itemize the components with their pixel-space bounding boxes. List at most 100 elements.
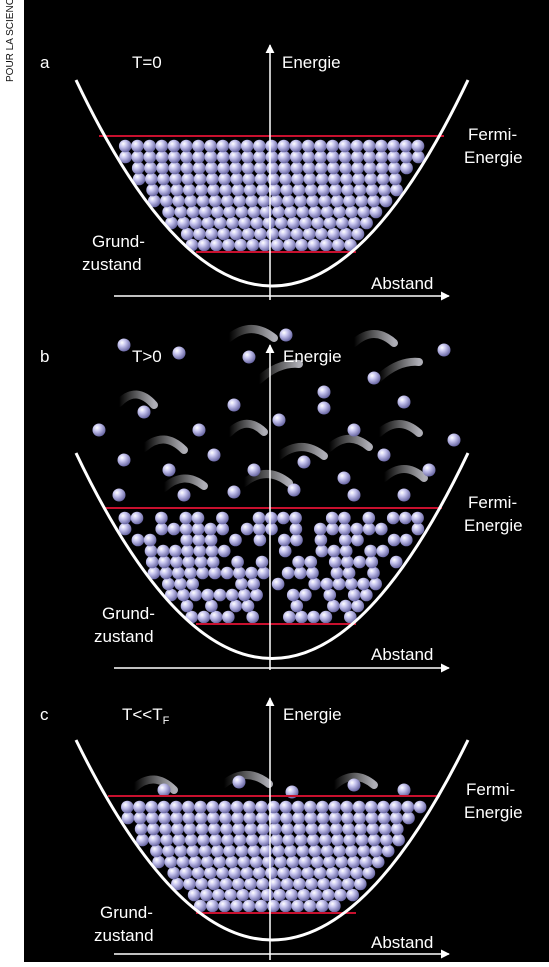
electron — [238, 216, 251, 230]
panel-a-ground-label-2: zustand — [82, 255, 142, 274]
electron — [179, 139, 193, 153]
electron — [200, 888, 213, 902]
electron — [201, 855, 214, 869]
electron — [286, 855, 300, 869]
electron — [143, 533, 157, 547]
electron — [267, 899, 280, 913]
electron — [327, 161, 340, 175]
electron — [172, 194, 185, 208]
electron — [339, 544, 353, 558]
electron — [357, 205, 371, 219]
electron — [347, 488, 361, 502]
electron — [296, 844, 310, 858]
electron — [255, 800, 268, 814]
panel-a-letter: a — [40, 53, 50, 72]
electron — [181, 544, 194, 558]
electron — [241, 161, 255, 175]
electron — [146, 183, 159, 197]
electron — [354, 822, 368, 836]
electron — [388, 161, 401, 175]
electron — [184, 833, 198, 847]
electron — [268, 811, 281, 825]
electron — [365, 183, 379, 197]
electron — [205, 544, 219, 558]
electron — [387, 533, 401, 547]
electron — [314, 139, 327, 153]
electron — [137, 405, 151, 419]
electron — [245, 566, 258, 580]
electron — [292, 183, 306, 197]
electron — [265, 150, 279, 164]
electron — [238, 588, 251, 602]
electron — [219, 877, 233, 891]
electron — [236, 888, 250, 902]
electron — [345, 205, 358, 219]
electron — [278, 161, 291, 175]
motion-trail — [255, 359, 303, 384]
electron — [338, 866, 351, 880]
electron — [271, 577, 285, 591]
electron — [205, 227, 218, 241]
motion-trail — [225, 419, 268, 437]
electron — [350, 866, 364, 880]
panel-b-energy-label: Energie — [283, 347, 342, 366]
electron — [169, 544, 182, 558]
electron — [352, 800, 366, 814]
electron — [298, 855, 312, 869]
electron — [348, 216, 361, 230]
electron — [327, 544, 341, 558]
electron — [392, 833, 405, 847]
electron — [345, 577, 358, 591]
electron — [241, 227, 255, 241]
electron — [315, 899, 329, 913]
electron — [223, 205, 236, 219]
electron — [219, 811, 232, 825]
electron — [342, 822, 355, 836]
electron — [335, 216, 349, 230]
electron — [387, 139, 400, 153]
electron — [390, 811, 403, 825]
electron — [237, 855, 251, 869]
electron — [363, 150, 376, 164]
electron — [290, 227, 304, 241]
panel-b-temperature-label: T>0 — [132, 347, 162, 366]
electron — [191, 866, 205, 880]
motion-trail — [240, 470, 293, 487]
panel-b-ground-label-2: zustand — [94, 627, 154, 646]
electron — [201, 588, 215, 602]
electron — [206, 172, 219, 186]
electron — [233, 566, 246, 580]
electron — [118, 511, 132, 525]
electron — [369, 844, 383, 858]
panel-c-energy-label: Energie — [283, 705, 342, 724]
electron — [285, 888, 299, 902]
electron — [330, 194, 344, 208]
electron — [391, 822, 404, 836]
electron — [160, 194, 173, 208]
electron — [319, 610, 333, 624]
electron — [341, 877, 355, 891]
electron — [342, 566, 356, 580]
electron — [229, 150, 242, 164]
electron — [375, 161, 389, 175]
electron — [322, 888, 335, 902]
electron — [307, 610, 321, 624]
electron — [183, 877, 196, 891]
electron — [352, 172, 366, 186]
electron — [311, 216, 325, 230]
electron — [299, 216, 312, 230]
electron — [216, 522, 229, 536]
electron — [182, 183, 196, 197]
electron — [228, 139, 242, 153]
electron — [305, 822, 319, 836]
electron — [145, 172, 158, 186]
electron — [330, 822, 343, 836]
electron — [207, 811, 220, 825]
panel-b-ground-label-1: Grund- — [102, 604, 155, 623]
electron — [206, 899, 219, 913]
panel-b: b T>0 Energie Fermi- Energie Grund- zust… — [40, 325, 523, 673]
electron — [218, 172, 231, 186]
electron — [152, 855, 165, 869]
electron — [244, 822, 258, 836]
electron — [347, 588, 361, 602]
